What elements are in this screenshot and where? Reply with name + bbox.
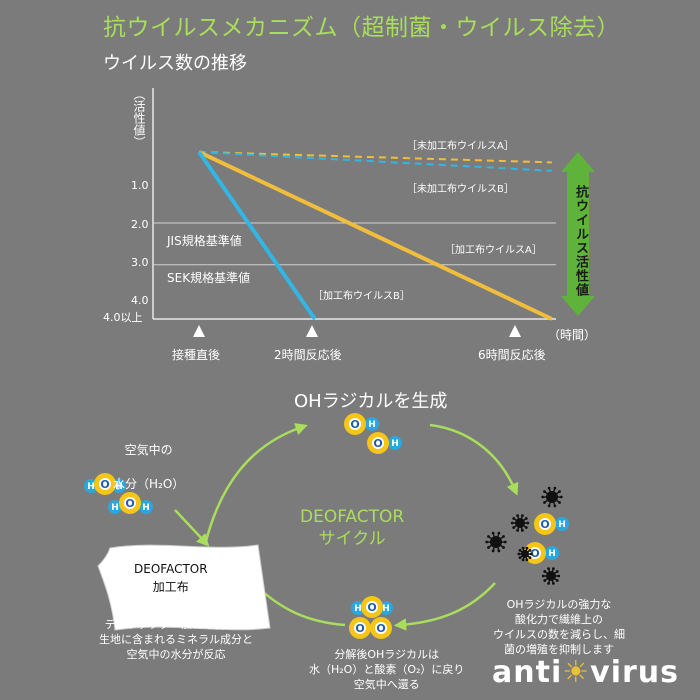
virus-icon-1 — [541, 486, 563, 508]
oh-radical-4-h-letter: H — [548, 549, 556, 559]
series-group — [197, 150, 553, 321]
brand-logo: anti☀virus — [492, 655, 679, 690]
jis-reference-label: JIS規格基準値 — [167, 234, 242, 248]
x-tick-2h: 2時間反応後 — [274, 348, 342, 362]
logo-text-anti: anti — [492, 655, 563, 690]
x-axis-label: （時間） — [548, 328, 597, 342]
decay-o1-core — [365, 600, 379, 614]
water-molecule-2-h1-letter: H — [142, 503, 150, 513]
bottom-caption: 分解後OHラジカルは 水（H₂O）と酸素（O₂）に戻り 空気中へ還る — [309, 648, 465, 691]
main-title: 抗ウイルスメカニズム（超制菌・ウイルス除去） — [103, 15, 620, 41]
oh-radical-4-h-circle — [545, 546, 559, 560]
effect-label: 抗ウイルス活性値 — [573, 185, 588, 297]
y-tick-4-plus: 4.0以上 — [103, 311, 143, 324]
series-line-2 — [198, 150, 553, 321]
decay-o3-letter: O — [376, 622, 385, 635]
water-molecule-2-o-core — [123, 496, 137, 510]
cycle-center-label: DEOFACTOR サイクル — [300, 506, 404, 550]
virus-icon-3 — [485, 531, 507, 553]
y-tick-3: 3.0 — [131, 256, 149, 269]
x-tick-6h: 6時間反応後 — [478, 348, 546, 362]
series-label-treated-a: ［加工布ウイルスA］ — [445, 245, 542, 256]
water-molecule-2-h0-circle — [108, 500, 122, 514]
oh-radical-2-h-circle — [388, 436, 402, 450]
arrow-cloth-to-radical — [203, 423, 308, 546]
arrow-radical-to-virus — [429, 423, 519, 496]
chart-title: ウイルス数の推移 — [103, 53, 247, 74]
virus-icon-2 — [510, 514, 530, 532]
decay-o3-core — [374, 621, 388, 635]
water-label-line2: 水分（H₂O） — [113, 477, 185, 491]
decay-o2-core — [353, 621, 367, 635]
x-tick-start: 接種直後 — [172, 348, 221, 362]
reference-lines — [153, 222, 556, 266]
virus-icon-4 — [517, 546, 533, 562]
oh-radical-4-o-letter: O — [530, 547, 539, 560]
water-molecule-2-h1-circle — [139, 500, 153, 514]
oh-radical-1-o-core — [348, 417, 362, 431]
cloth-label: DEOFACTOR 加工布 — [134, 562, 208, 594]
series-line-1 — [198, 151, 552, 172]
oh-radical-3-h-circle — [555, 517, 569, 531]
left-caption: デオファクター加工を施した 生地に含まれるミネラル成分と 空気中の水分が反応 — [99, 618, 253, 661]
decay-o1-letter: O — [367, 601, 376, 614]
effect-double-arrow — [561, 152, 595, 316]
cycle-title: OHラジカルを生成 — [294, 391, 448, 412]
sun-icon: ☀ — [562, 655, 591, 690]
decay-h1-letter: H — [354, 604, 362, 614]
oh-radical-1-h-letter: H — [368, 420, 376, 430]
water-label-line1: 空気中の — [124, 443, 173, 457]
virus-icon-5 — [541, 567, 561, 585]
arrow-water-to-cloth — [174, 509, 210, 547]
series-line-3 — [197, 150, 317, 321]
water-molecule-2-o-letter: O — [125, 497, 134, 510]
cycle-center-line2: サイクル — [318, 529, 386, 549]
decay-h2-letter: H — [382, 604, 390, 614]
logo-text-virus: virus — [590, 655, 679, 690]
series-line-0 — [198, 151, 552, 164]
y-tick-2: 2.0 — [131, 218, 149, 231]
water-molecule-1-h1-letter: H — [115, 482, 123, 492]
cloth-sheet-icon — [97, 544, 271, 631]
oh-radical-2-o-letter: O — [373, 437, 382, 450]
cycle-center-line1: DEOFACTOR — [300, 507, 405, 527]
series-label-untreated-a: ［未加工布ウイルスA］ — [407, 141, 514, 152]
decay-o2-letter: O — [355, 622, 364, 635]
water-molecule-1-h0-letter: H — [87, 482, 95, 492]
oh-radical-4-o-core — [528, 546, 542, 560]
x-marker-2h — [306, 325, 318, 337]
y-tick-1: 1.0 — [131, 179, 149, 192]
water-molecule-1-o-core — [98, 477, 112, 491]
cycle-arrows — [174, 423, 519, 631]
virus-group — [485, 486, 563, 585]
oh-radical-3-o-letter: O — [540, 518, 549, 531]
water-molecule-1-o-letter: O — [100, 478, 109, 491]
right-caption: OHラジカルの強力な 酸化力で繊維上の ウイルスの数を減らし、細 菌の増殖を抑制… — [493, 598, 625, 656]
water-label: 空気中の 水分（H₂O） — [113, 425, 184, 510]
series-label-untreated-b: ［未加工布ウイルスB］ — [407, 184, 514, 195]
oh-radical-2-h-letter: H — [391, 439, 399, 449]
y-tick-4: 4.0 — [131, 294, 149, 307]
oh-radical-3-h-letter: H — [558, 520, 566, 530]
arrow-virus-to-decay — [393, 582, 496, 631]
water-molecule-2-h0-letter: H — [111, 503, 119, 513]
x-marker-6h — [509, 325, 521, 337]
oh-radical-1-h-circle — [365, 417, 379, 431]
oh-radical-2-o-core — [371, 436, 385, 450]
oh-radical-1-o-letter: O — [350, 418, 359, 431]
series-label-treated-b: ［加工布ウイルスB］ — [313, 291, 410, 302]
x-marker-start — [193, 325, 205, 337]
oh-radical-3-o-core — [538, 517, 552, 531]
sek-reference-label: SEK規格基準値 — [167, 271, 251, 285]
y-axis-label: （活性値） — [132, 88, 146, 148]
